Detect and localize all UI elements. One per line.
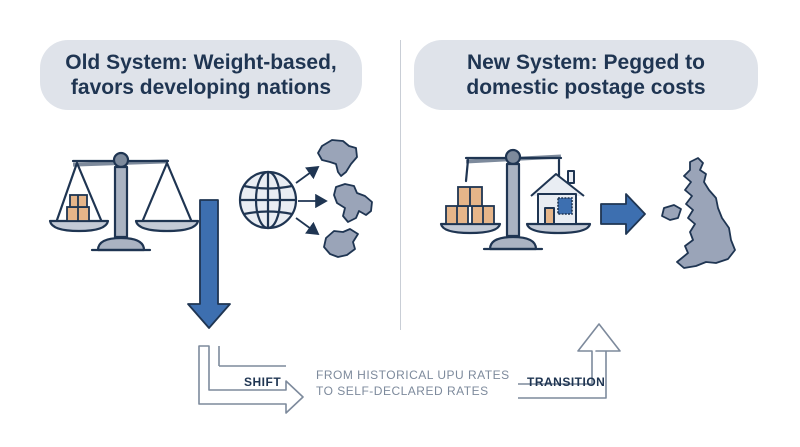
uk-map-icon [661,157,736,269]
house-icon [530,170,585,225]
new-system-title-line2: domestic postage costs [466,76,706,99]
shift-label: SHIFT [244,375,282,389]
old-parcel-boxes-icon [66,194,90,222]
right-arrow-icon [600,193,646,235]
old-system-header: Old System: Weight-based, favors develop… [40,40,362,110]
up-arrow-icon [518,323,621,399]
afghanistan-map-icon [323,228,359,258]
madagascar-map-icon [333,183,373,223]
rate-change-line1: FROM HISTORICAL UPU RATES [316,368,510,382]
new-system-header: New System: Pegged to domestic postage c… [414,40,758,110]
new-parcel-boxes-icon [445,186,495,225]
rate-change-line2: TO SELF-DECLARED RATES [316,384,489,398]
globe-icon [238,170,298,230]
new-balance-scale-icon [439,148,592,251]
transition-label: TRANSITION [527,375,606,389]
down-arrow-icon [187,199,231,329]
section-divider [400,40,401,330]
stamp-icon [557,197,573,215]
rate-change-description: FROM HISTORICAL UPU RATES TO SELF-DECLAR… [316,367,526,399]
old-balance-scale-icon [48,151,200,252]
africa-map-icon [317,139,358,177]
shift-flow-arrow [198,345,304,414]
new-system-title-line1: New System: Pegged to [466,51,706,74]
globe-destination-arrows [295,165,328,236]
old-system-title-line1: Old System: Weight-based, [65,51,337,74]
old-system-title-line2: favors developing nations [70,76,332,99]
